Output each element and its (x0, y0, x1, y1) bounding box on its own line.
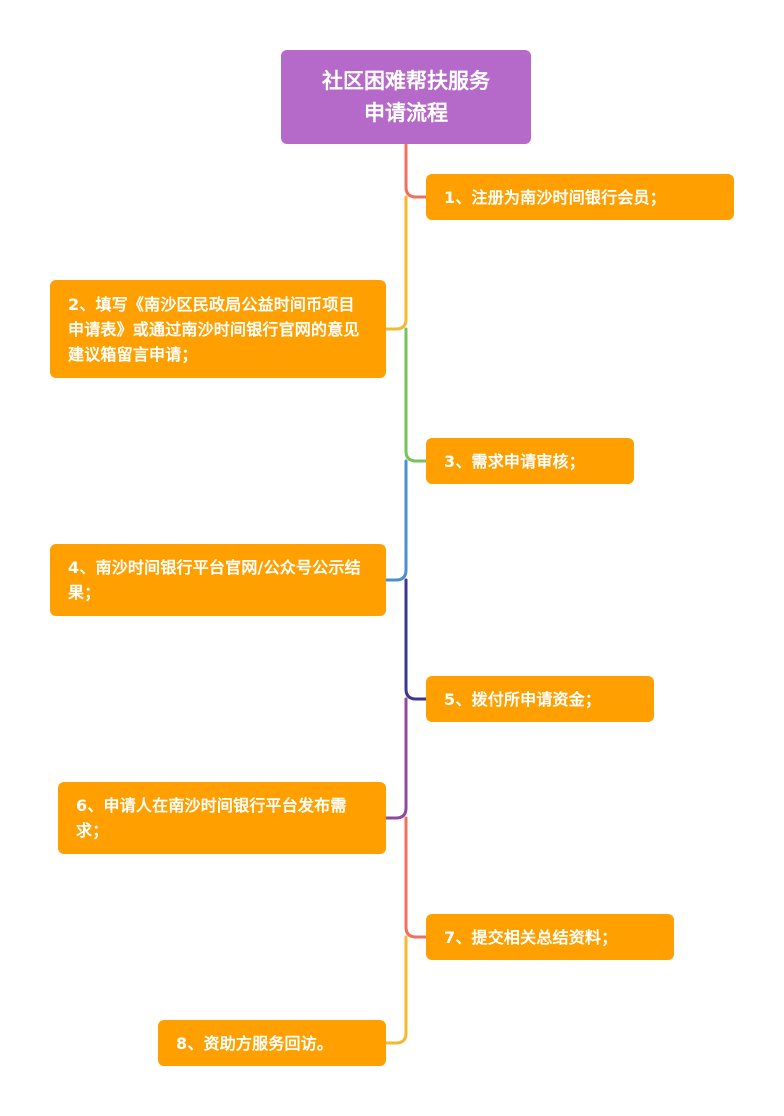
step-2-text: 2、填写《南沙区民政局公益时间币项目申请表》或通过南沙时间银行官网的意见建议箱留… (68, 294, 360, 364)
connector-2 (384, 195, 408, 331)
flow-title-line-2: 申请流程 (364, 101, 448, 125)
step-5-text: 5、拨付所申请资金； (444, 689, 602, 709)
step-4-node: 4、南沙时间银行平台官网/公众号公示结果； (50, 544, 386, 616)
flow-title: 社区困难帮扶服务 申请流程 (281, 50, 531, 144)
step-7-text: 7、提交相关总结资料； (444, 927, 618, 947)
connector-3 (404, 327, 428, 463)
step-3-node: 3、需求申请审核； (426, 438, 634, 484)
step-5-node: 5、拨付所申请资金； (426, 676, 654, 722)
connector-8 (384, 935, 408, 1045)
connector-6 (384, 697, 408, 820)
flow-title-line-1: 社区困难帮扶服务 (322, 69, 490, 93)
step-1-text: 1、注册为南沙时间银行会员； (444, 187, 666, 207)
step-1-node: 1、注册为南沙时间银行会员； (426, 174, 734, 220)
step-8-text: 8、资助方服务回访。 (176, 1033, 334, 1053)
connector-7 (404, 816, 428, 939)
step-6-text: 6、申请人在南沙时间银行平台发布需求； (76, 796, 347, 840)
step-7-node: 7、提交相关总结资料； (426, 914, 674, 960)
connector-5 (404, 578, 428, 701)
connector-4 (384, 459, 408, 582)
step-2-node: 2、填写《南沙区民政局公益时间币项目申请表》或通过南沙时间银行官网的意见建议箱留… (50, 280, 386, 378)
step-6-node: 6、申请人在南沙时间银行平台发布需求； (58, 782, 386, 854)
step-4-text: 4、南沙时间银行平台官网/公众号公示结果； (68, 558, 361, 602)
step-8-node: 8、资助方服务回访。 (158, 1020, 386, 1066)
step-3-text: 3、需求申请审核； (444, 451, 585, 471)
connector-1 (404, 142, 428, 199)
